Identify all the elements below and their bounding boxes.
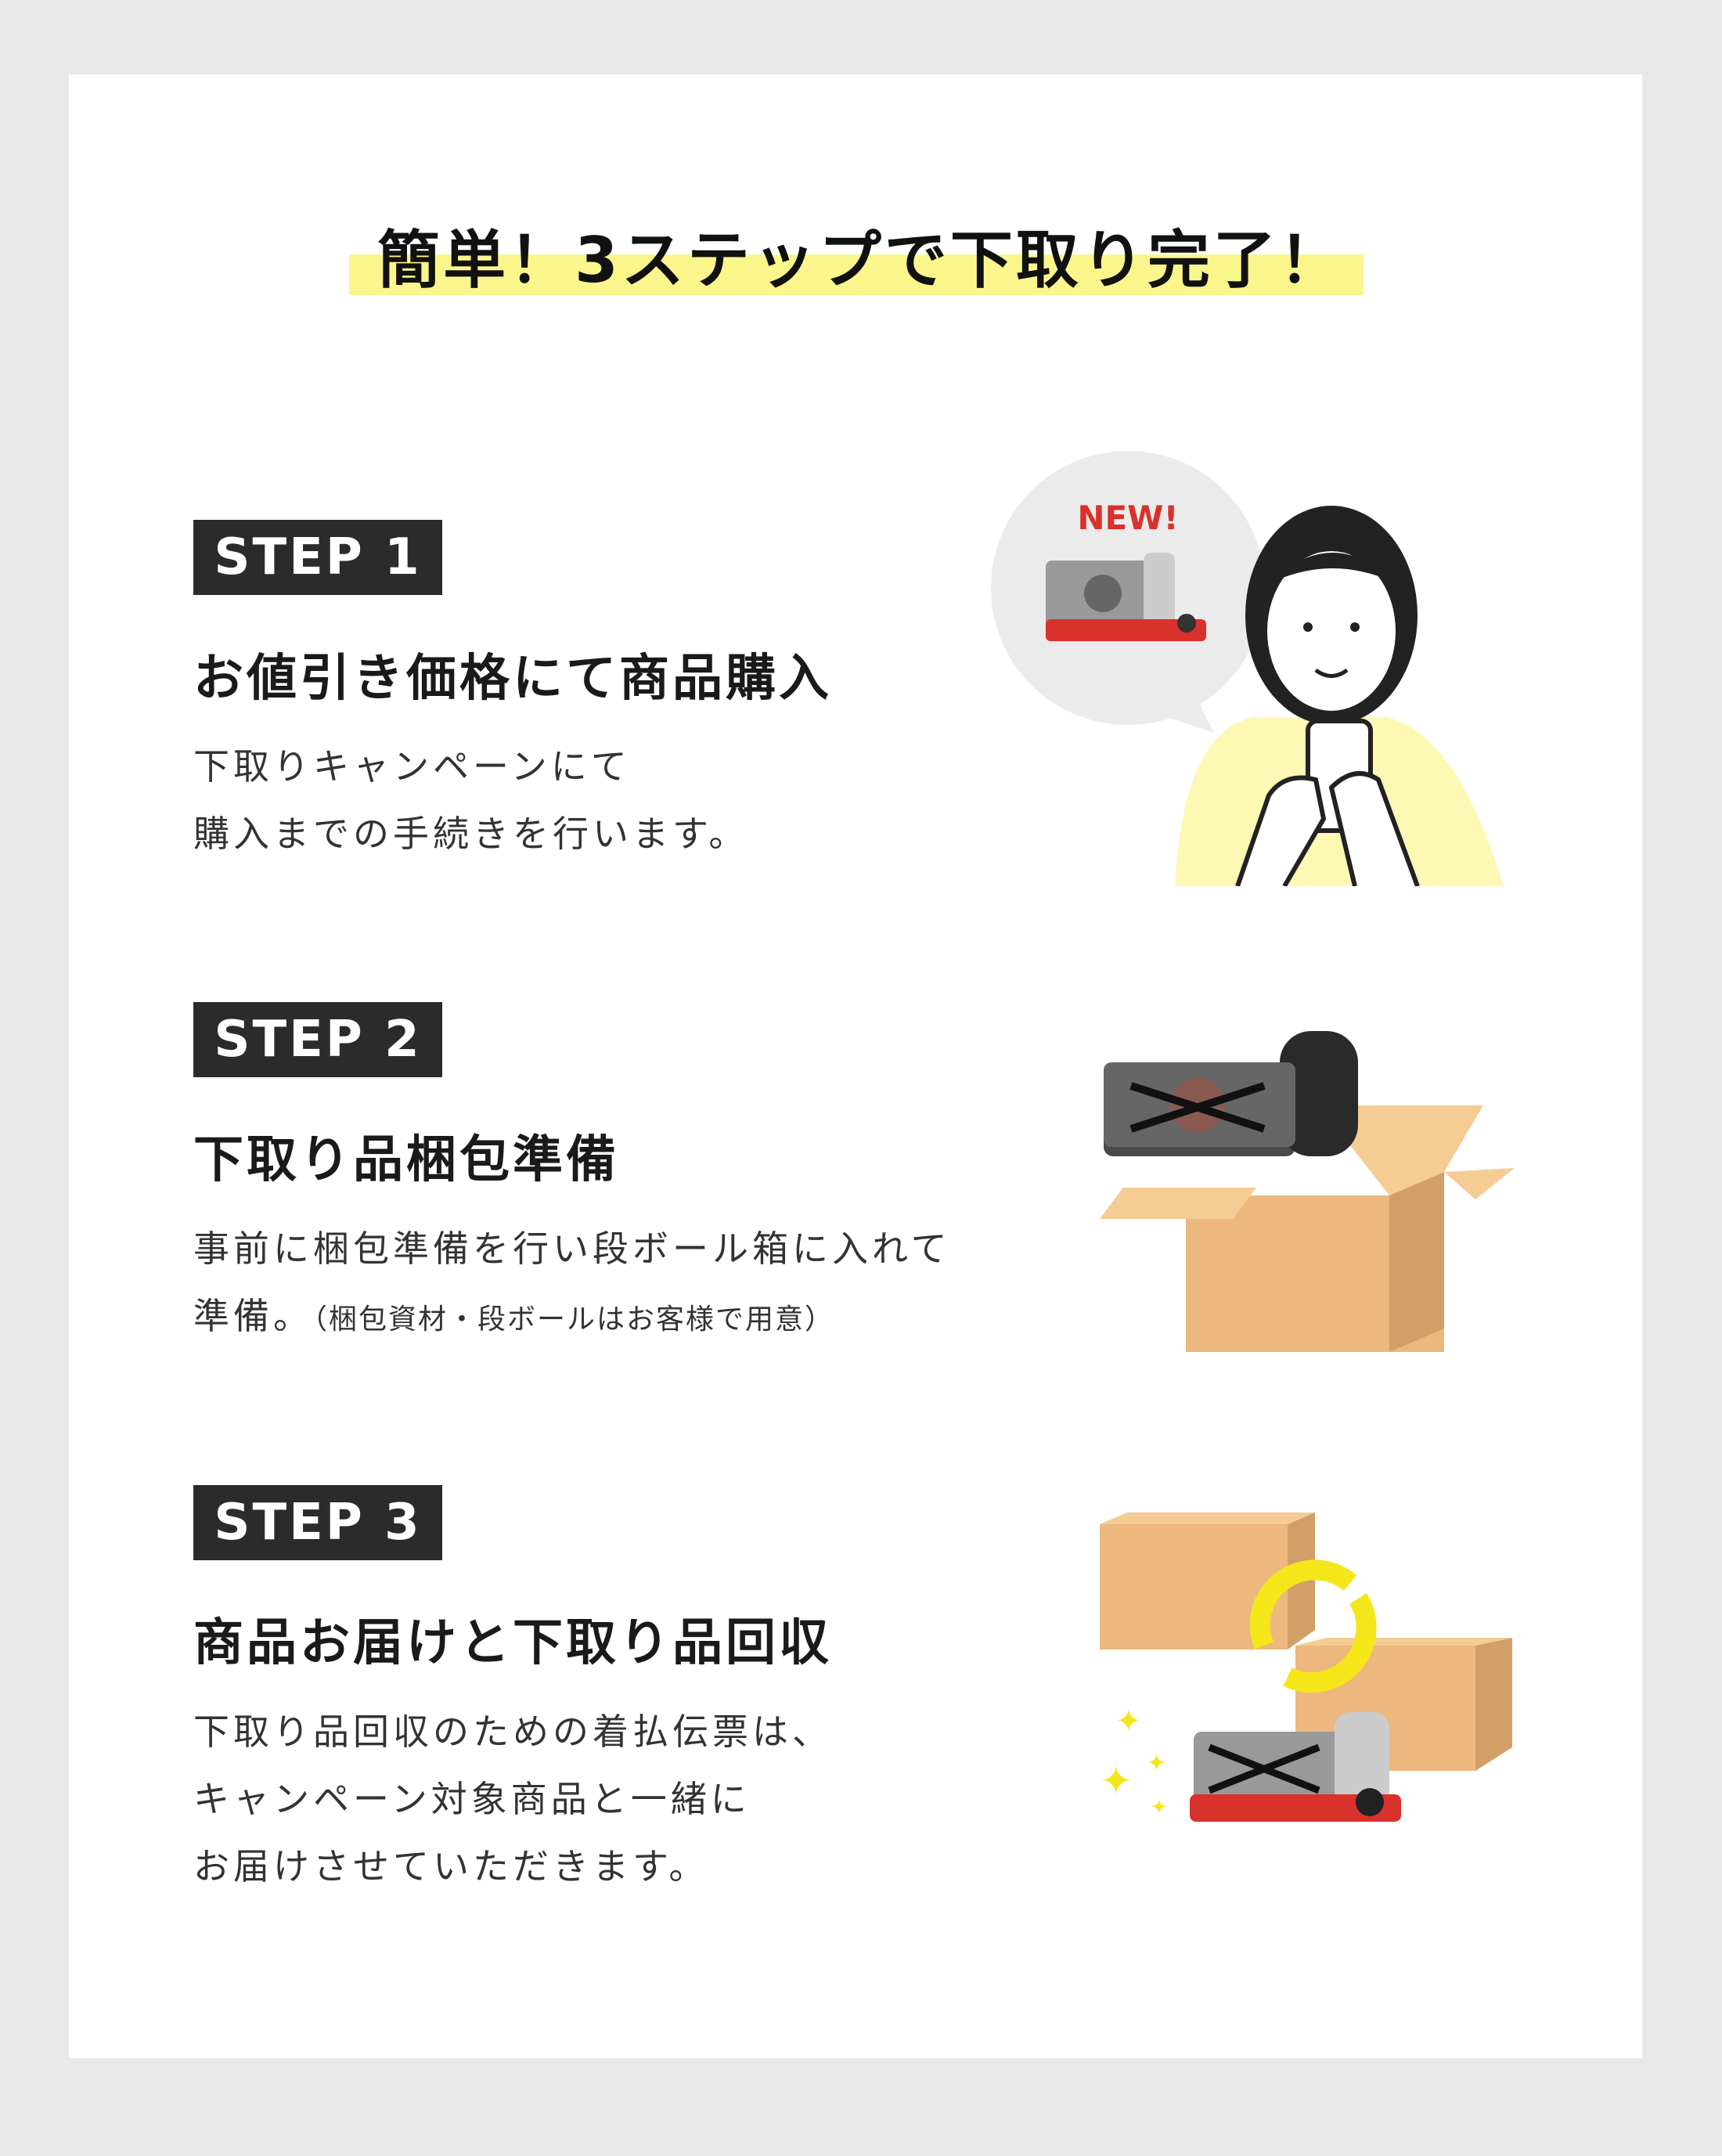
new-label: NEW!: [1077, 499, 1178, 537]
svg-text:✦: ✦: [1115, 1704, 1142, 1740]
step-2-line: 準備。: [193, 1295, 313, 1337]
svg-text:✦: ✦: [1147, 1750, 1166, 1777]
step-2-badge: STEP 2: [193, 1002, 442, 1077]
step-1-heading: お値引き価格にて商品購入: [193, 650, 832, 708]
step-1-line: 購入までの手続きを行います。: [193, 813, 749, 855]
step-2-line: 事前に梱包準備を行い段ボール箱に入れて: [193, 1228, 951, 1270]
page-title: 簡単！3ステップで下取り完了！: [377, 224, 1345, 297]
step-3-heading: 商品お届けと下取り品回収: [193, 1614, 832, 1672]
step-1-badge: STEP 1: [193, 520, 442, 595]
woman-phone-illustration: NEW!: [991, 451, 1504, 886]
stove-box-illustration: [1100, 1031, 1515, 1352]
title-highlight: [349, 254, 1364, 295]
svg-text:✦: ✦: [1100, 1758, 1133, 1804]
step-3-line: 下取り品回収のための着払伝票は、: [193, 1711, 832, 1753]
delivery-exchange-illustration: ✦ ✦ ✦ ✦: [1100, 1512, 1512, 1822]
svg-text:✦: ✦: [1151, 1796, 1168, 1819]
step-2-note: （梱包資材・段ボールはお客様で用意）: [313, 1303, 835, 1336]
step-3-line: キャンペーン対象商品と一緒に: [193, 1778, 751, 1820]
step-3-badge: STEP 3: [193, 1485, 442, 1560]
step-2-body: 事前に梱包準備を行い段ボール箱に入れて 準備。（梱包資材・段ボールはお客様で用意…: [193, 1215, 951, 1354]
step-1-line: 下取りキャンペーンにて: [193, 745, 631, 788]
step-3-line: お届けさせていただきます。: [193, 1845, 709, 1887]
step-3-body: 下取り品回収のための着払伝票は、 キャンペーン対象商品と一緒に お届けさせていた…: [193, 1698, 832, 1900]
step-1-body: 下取りキャンペーンにて 購入までの手続きを行います。: [193, 733, 748, 867]
step-2-heading: 下取り品梱包準備: [193, 1131, 619, 1189]
